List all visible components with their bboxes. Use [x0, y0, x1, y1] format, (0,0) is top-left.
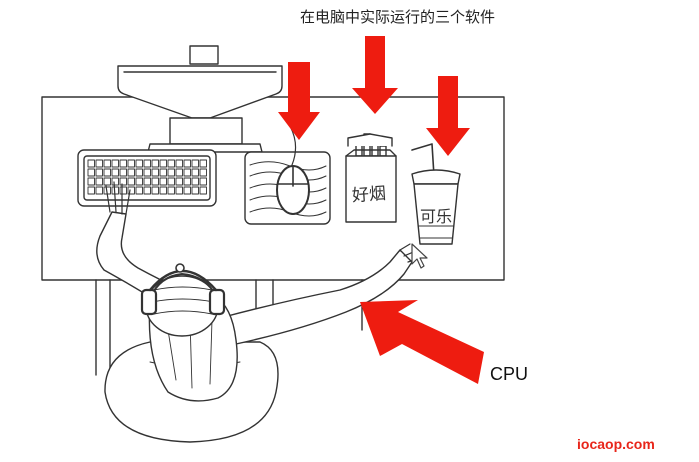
keyboard-key [119, 186, 127, 195]
keyboard-key [175, 177, 183, 186]
keyboard-key [143, 159, 151, 168]
keyboard-key [87, 186, 95, 195]
keyboard-key [111, 159, 119, 168]
keyboard-key [159, 168, 167, 177]
arrow-cpu [360, 300, 484, 384]
keyboard-key [127, 168, 135, 177]
keyboard-key [119, 168, 127, 177]
mouse-pad [244, 125, 331, 225]
keyboard-key [183, 159, 191, 168]
keyboard-key [111, 177, 119, 186]
keyboard-key [151, 168, 159, 177]
keyboard-key [191, 186, 199, 195]
keyboard-key [127, 177, 135, 186]
keyboard-key [175, 159, 183, 168]
keyboard-key [95, 186, 103, 195]
keyboard-key [183, 186, 191, 195]
keyboard-key [199, 186, 207, 195]
keyboard-key [183, 177, 191, 186]
keyboard-key [87, 159, 95, 168]
cursor-icon [411, 243, 428, 269]
keyboard-key [151, 186, 159, 195]
keyboard-key [167, 186, 175, 195]
keyboard-key [151, 159, 159, 168]
keyboard-key [167, 168, 175, 177]
keyboard-key [159, 159, 167, 168]
keyboard-key [103, 168, 111, 177]
keyboard-key [143, 168, 151, 177]
keyboard-key [95, 168, 103, 177]
keyboard-key [95, 177, 103, 186]
keyboard-key [135, 159, 143, 168]
keyboard-key [87, 168, 95, 177]
keyboard-key [191, 177, 199, 186]
keyboard-key [199, 168, 207, 177]
keyboard-key [143, 177, 151, 186]
diagram-caption: 在电脑中实际运行的三个软件 [300, 8, 496, 26]
keyboard-key [87, 177, 95, 186]
keyboard-key [175, 168, 183, 177]
keyboard-key [95, 159, 103, 168]
keyboard-key [135, 168, 143, 177]
arrow-cola [426, 76, 470, 156]
cola-cup [411, 143, 461, 245]
keyboard-key [159, 177, 167, 186]
person [96, 181, 421, 402]
keyboard-key [111, 168, 119, 177]
keyboard-key [191, 159, 199, 168]
arrow-cigarette [352, 36, 398, 114]
keyboard-key [175, 186, 183, 195]
cola-label: 可乐 [420, 207, 452, 226]
keyboard-key [103, 159, 111, 168]
keyboard-key [159, 186, 167, 195]
keyboard-key [119, 159, 127, 168]
keyboard-key [199, 159, 207, 168]
keyboard-key [199, 177, 207, 186]
keyboard-key [167, 159, 175, 168]
keyboard-key [151, 177, 159, 186]
keyboard-key [191, 168, 199, 177]
keyboard-key [127, 186, 135, 195]
keyboard-key [103, 177, 111, 186]
cigarette-label: 好烟 [351, 184, 386, 206]
watermark: iocaop.com [577, 436, 655, 452]
keyboard-key [127, 159, 135, 168]
keyboard-key [143, 186, 151, 195]
cpu-label: CPU [490, 364, 529, 384]
keyboard [77, 149, 217, 207]
cigarette-pack [345, 133, 397, 223]
keyboard-key [167, 177, 175, 186]
keyboard-key [135, 186, 143, 195]
keyboard-key [183, 168, 191, 177]
arrow-mouse [278, 62, 320, 140]
keyboard-key [119, 177, 127, 186]
keyboard-key [135, 177, 143, 186]
